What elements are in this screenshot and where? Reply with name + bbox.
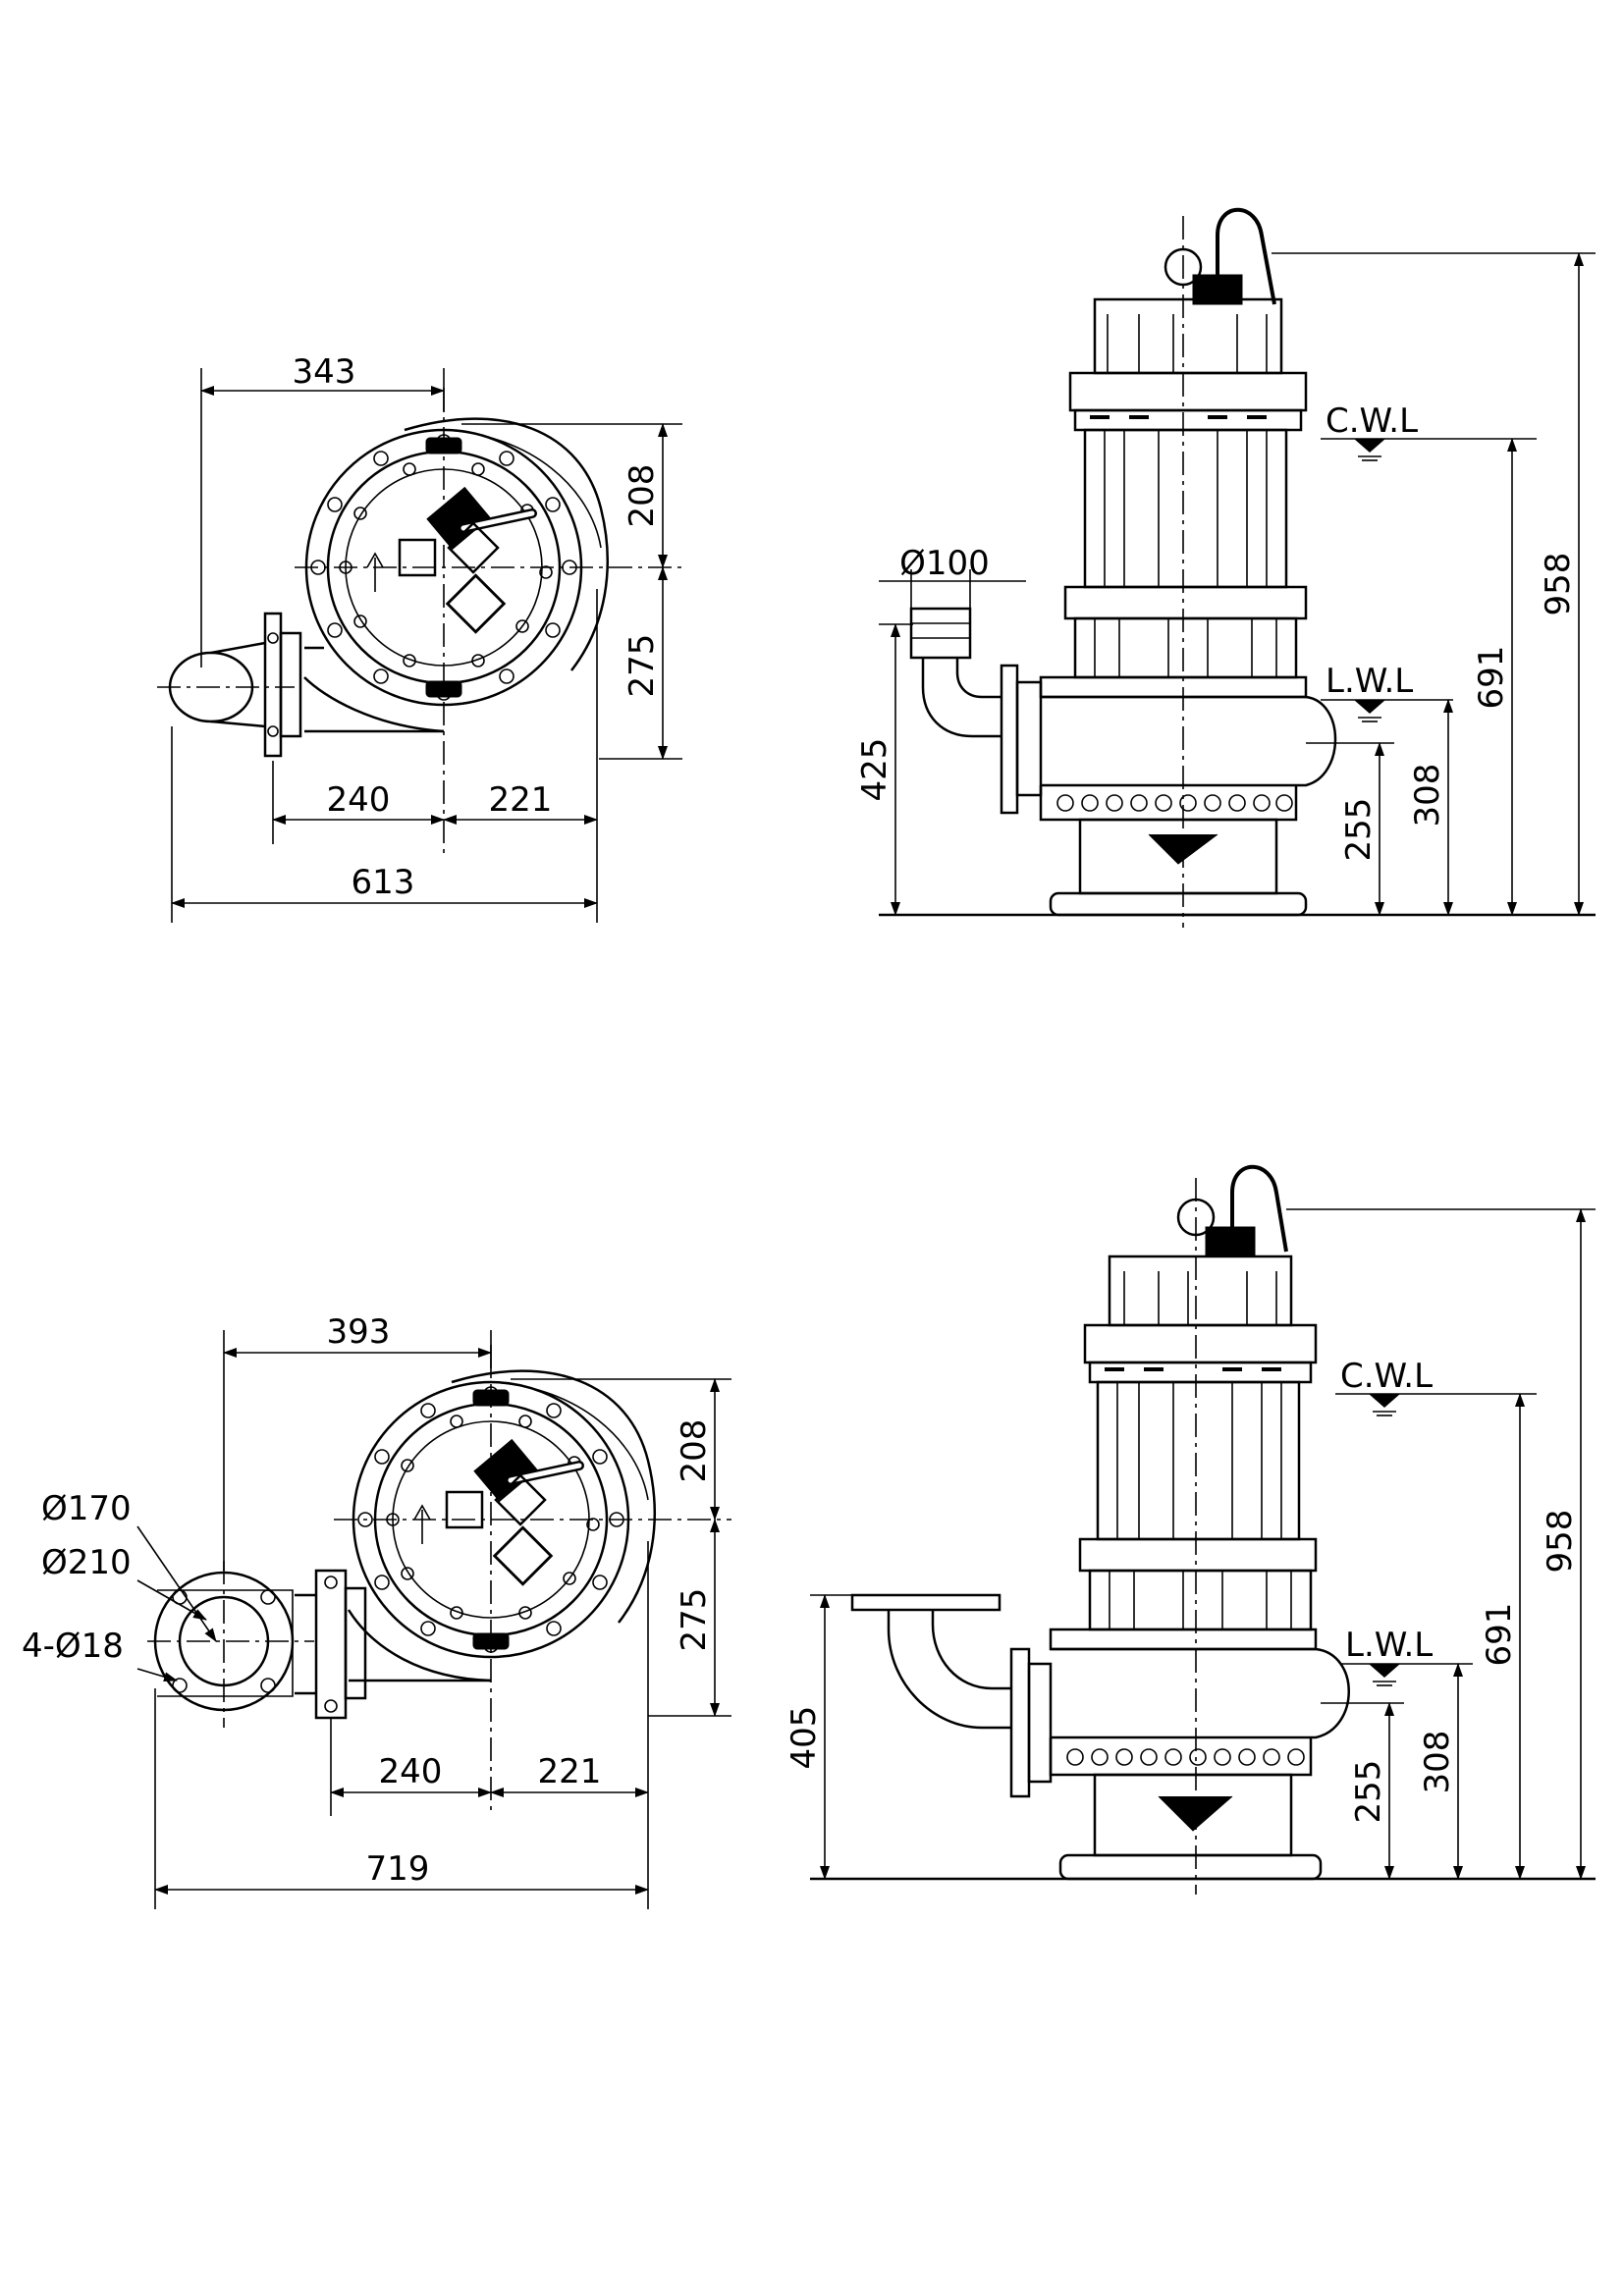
v1-dim-308: 308 [1408,764,1447,828]
v1-dim-958: 958 [1539,553,1578,616]
v2-dim-958: 958 [1541,1510,1580,1574]
v2-dim-405: 405 [785,1706,824,1770]
v1-dim-208: 208 [623,464,662,528]
v2-dim-393: 393 [327,1312,391,1352]
v2-dim-208: 208 [675,1419,714,1483]
v2-cwl-label: C.W.L [1340,1357,1433,1396]
v1-dim-221: 221 [489,780,553,820]
v2-lwl-label: L.W.L [1345,1626,1433,1665]
v1-cwl-label: C.W.L [1326,401,1418,441]
view1-plan: 343 208 275 240 221 613 [157,352,687,923]
v2-dim-4d18: 4-Ø18 [22,1627,124,1666]
v1-lwl-label: L.W.L [1326,662,1413,701]
v2-dim-221: 221 [538,1752,602,1791]
view1-elevation: Ø100 425 C.W.L L.W.L 958 691 308 255 [855,207,1596,928]
v1-dim-275: 275 [623,634,662,698]
v1-dim-691: 691 [1472,646,1511,710]
view2-plan: Ø170 Ø210 4-Ø18 393 208 275 240 221 719 [22,1312,731,1909]
view2-elevation: 405 C.W.L L.W.L 958 691 308 255 [785,1164,1596,1895]
v2-dim-308: 308 [1418,1731,1457,1794]
v1-dim-240: 240 [327,780,391,820]
v2-dim-275: 275 [675,1588,714,1652]
v2-dim-240: 240 [379,1752,443,1791]
v1-dim-d100: Ø100 [899,544,990,583]
v2-dim-691: 691 [1480,1603,1519,1667]
v2-dim-255: 255 [1349,1760,1388,1824]
v1-dim-613: 613 [352,863,415,902]
v1-dim-425: 425 [855,738,894,802]
v2-dim-d210: Ø210 [41,1543,132,1582]
v1-dim-343: 343 [293,352,356,392]
v1-dim-255: 255 [1339,798,1379,862]
v2-dim-719: 719 [366,1849,430,1889]
v2-dim-d170: Ø170 [41,1489,132,1528]
